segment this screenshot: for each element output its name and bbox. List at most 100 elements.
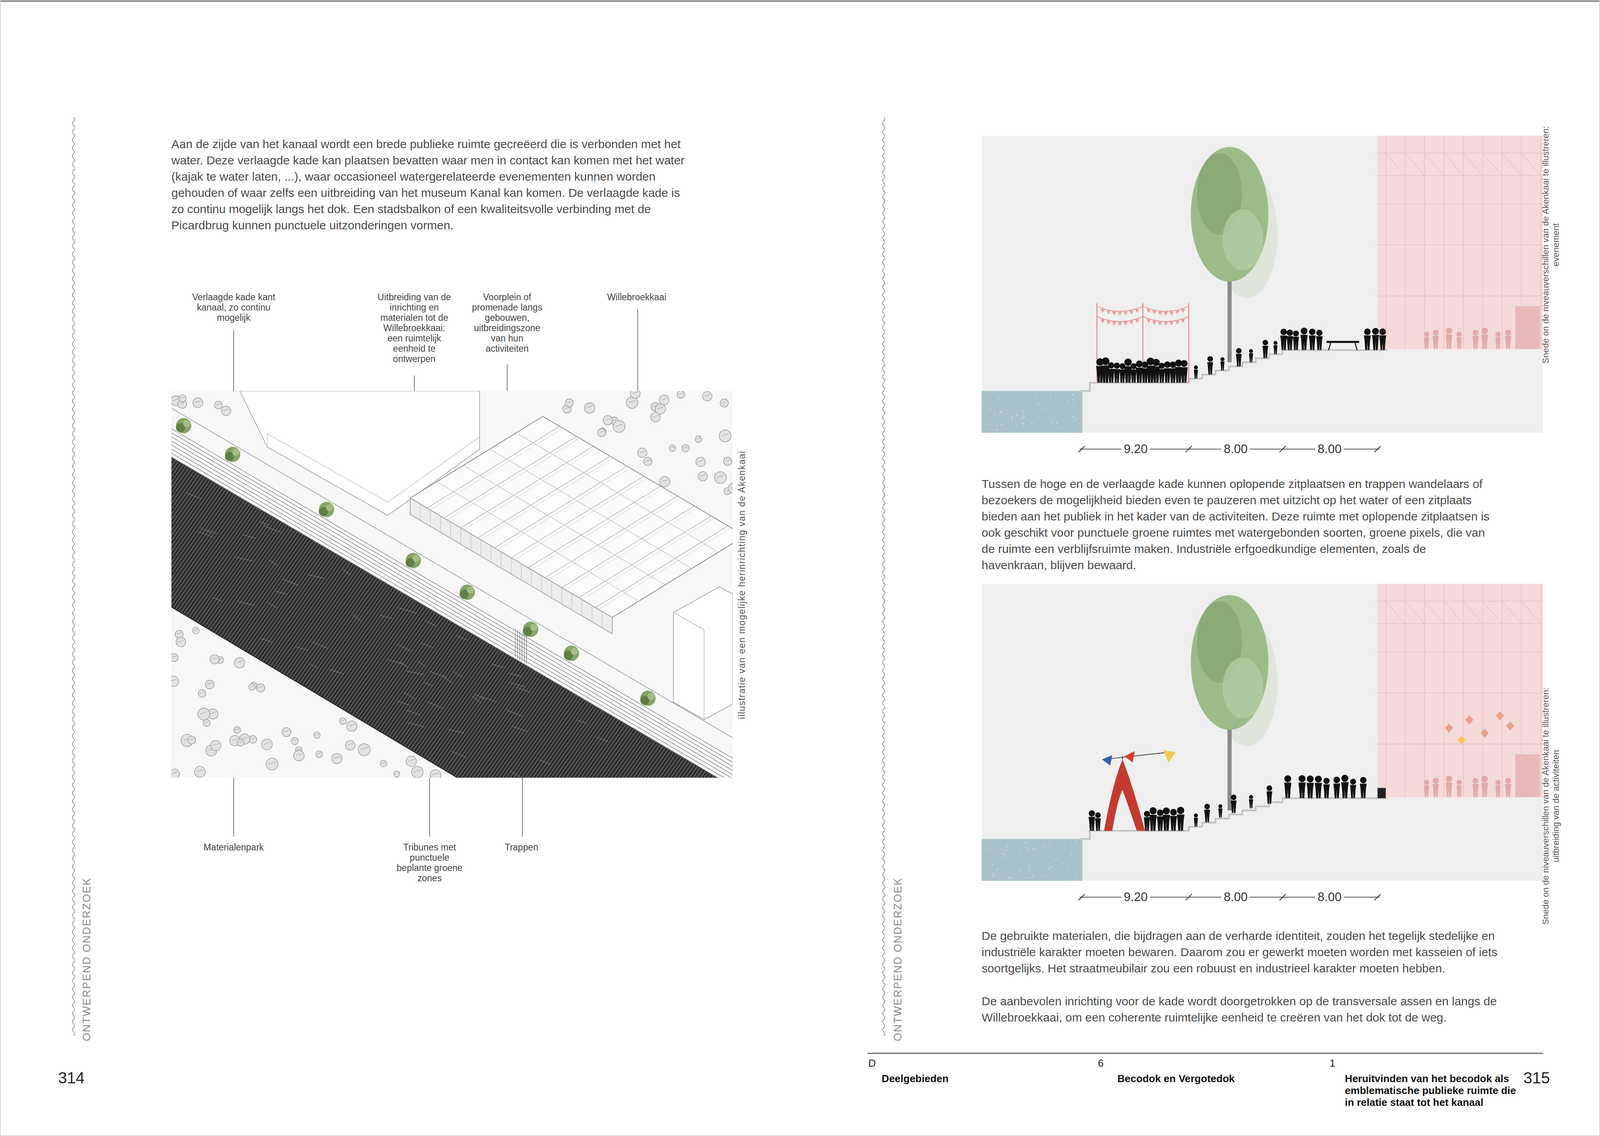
footer-rule [867, 1052, 1543, 1054]
drawing-part [267, 601, 279, 608]
person-silhouette [1504, 783, 1512, 797]
person-silhouette [1248, 353, 1254, 363]
drawing-part [406, 670, 424, 675]
sketch-tree [681, 444, 690, 452]
drawing-part [1112, 321, 1117, 326]
person-silhouette [1169, 368, 1177, 383]
drawing-part [193, 629, 198, 631]
sketch-tree [248, 683, 256, 690]
drawing-part [660, 398, 667, 400]
drawing-part [1462, 135, 1464, 350]
drawing-part [1175, 320, 1180, 325]
drawing-part [333, 756, 341, 759]
drawing-part [207, 682, 213, 685]
bin [1377, 787, 1386, 799]
drawing-part [1009, 877, 1011, 879]
person-head [1220, 357, 1225, 362]
drawing-part [1007, 845, 1009, 848]
sketch-tree [659, 476, 670, 487]
sketch-tree [249, 735, 257, 743]
drawing-part [1015, 424, 1018, 427]
person-silhouette [1432, 335, 1439, 349]
drawing-part [1106, 320, 1111, 325]
person-silhouette [1292, 336, 1300, 351]
drawing-part [581, 599, 583, 616]
sketch-tree [197, 707, 210, 720]
drawing-part [412, 554, 420, 562]
drawing-part [491, 664, 505, 668]
drawing-part [1053, 418, 1056, 420]
person-silhouette [1456, 337, 1462, 349]
person-head [1170, 808, 1178, 816]
drawing-part [996, 424, 998, 426]
tree [459, 584, 476, 600]
drawing-part [561, 505, 695, 588]
kite [1465, 715, 1474, 725]
person-head [1249, 794, 1254, 799]
person-silhouette [1445, 782, 1453, 798]
drawing-part [1385, 583, 1387, 798]
stair [523, 633, 525, 663]
drawing-part [460, 527, 461, 545]
drawing-part [223, 409, 229, 412]
person-silhouette [1423, 785, 1430, 798]
drawing-part [991, 864, 993, 866]
tree [405, 552, 421, 569]
person-head [1456, 331, 1462, 337]
sketch-tree [405, 756, 417, 767]
wavy-margin-line [882, 117, 885, 1036]
drawing-part [317, 752, 322, 755]
drawing-part [1158, 311, 1162, 316]
person-silhouette [1280, 335, 1288, 351]
drawing-part [200, 691, 205, 694]
drawing-part [1051, 865, 1053, 867]
drawing-part [1057, 427, 1060, 429]
drawing-part [703, 629, 705, 720]
person-head [1432, 329, 1439, 336]
figure-caption: Snede on de niveauverschillen van de Ake… [1540, 687, 1562, 925]
drawing-part [983, 400, 985, 402]
drawing-part [263, 525, 282, 533]
sketch-tree [192, 397, 203, 408]
drawing-part [539, 759, 551, 764]
drawing-part [171, 679, 177, 682]
water [981, 390, 1082, 433]
drawing-part [200, 711, 208, 714]
person-head [1423, 779, 1429, 785]
drawing-part [1118, 321, 1122, 326]
drawing-part [506, 709, 522, 717]
drawing-part [1075, 840, 1077, 842]
person-silhouette [1306, 782, 1314, 799]
drawing-part [521, 563, 522, 580]
sketch-tree [346, 720, 357, 732]
drawing-part [1377, 623, 1543, 625]
tree [175, 417, 192, 434]
drawing-part [1152, 310, 1157, 315]
drawing-part [1443, 153, 1464, 176]
drawing-part [1023, 413, 1025, 416]
person-silhouette [1316, 336, 1323, 351]
stair [526, 634, 527, 664]
tree-crown [1190, 146, 1269, 282]
drawing-part [639, 450, 646, 453]
drawing-part [645, 459, 651, 462]
drawing-part [1032, 847, 1035, 849]
sketch-tree [677, 390, 685, 399]
person-silhouette [1314, 782, 1322, 799]
dimension-label: 9.20 [1121, 890, 1151, 904]
drawing-part [340, 719, 345, 721]
drawing-part [235, 728, 240, 730]
drawing-part [352, 614, 362, 622]
footer-index: D [868, 1057, 877, 1069]
drawing-part [661, 479, 669, 482]
drawing-part [348, 723, 355, 726]
person-silhouette [1363, 335, 1371, 351]
sketch-tree [315, 750, 323, 758]
drawing-part [311, 641, 329, 649]
sketch-tree [171, 653, 179, 662]
drawing-part [1146, 319, 1151, 324]
drawing-part [1034, 396, 1036, 398]
dimension-tick [1279, 893, 1286, 900]
body-paragraph: Tussen de hoge en de verlaagde kade kunn… [981, 475, 1493, 574]
person-head [1280, 328, 1287, 336]
